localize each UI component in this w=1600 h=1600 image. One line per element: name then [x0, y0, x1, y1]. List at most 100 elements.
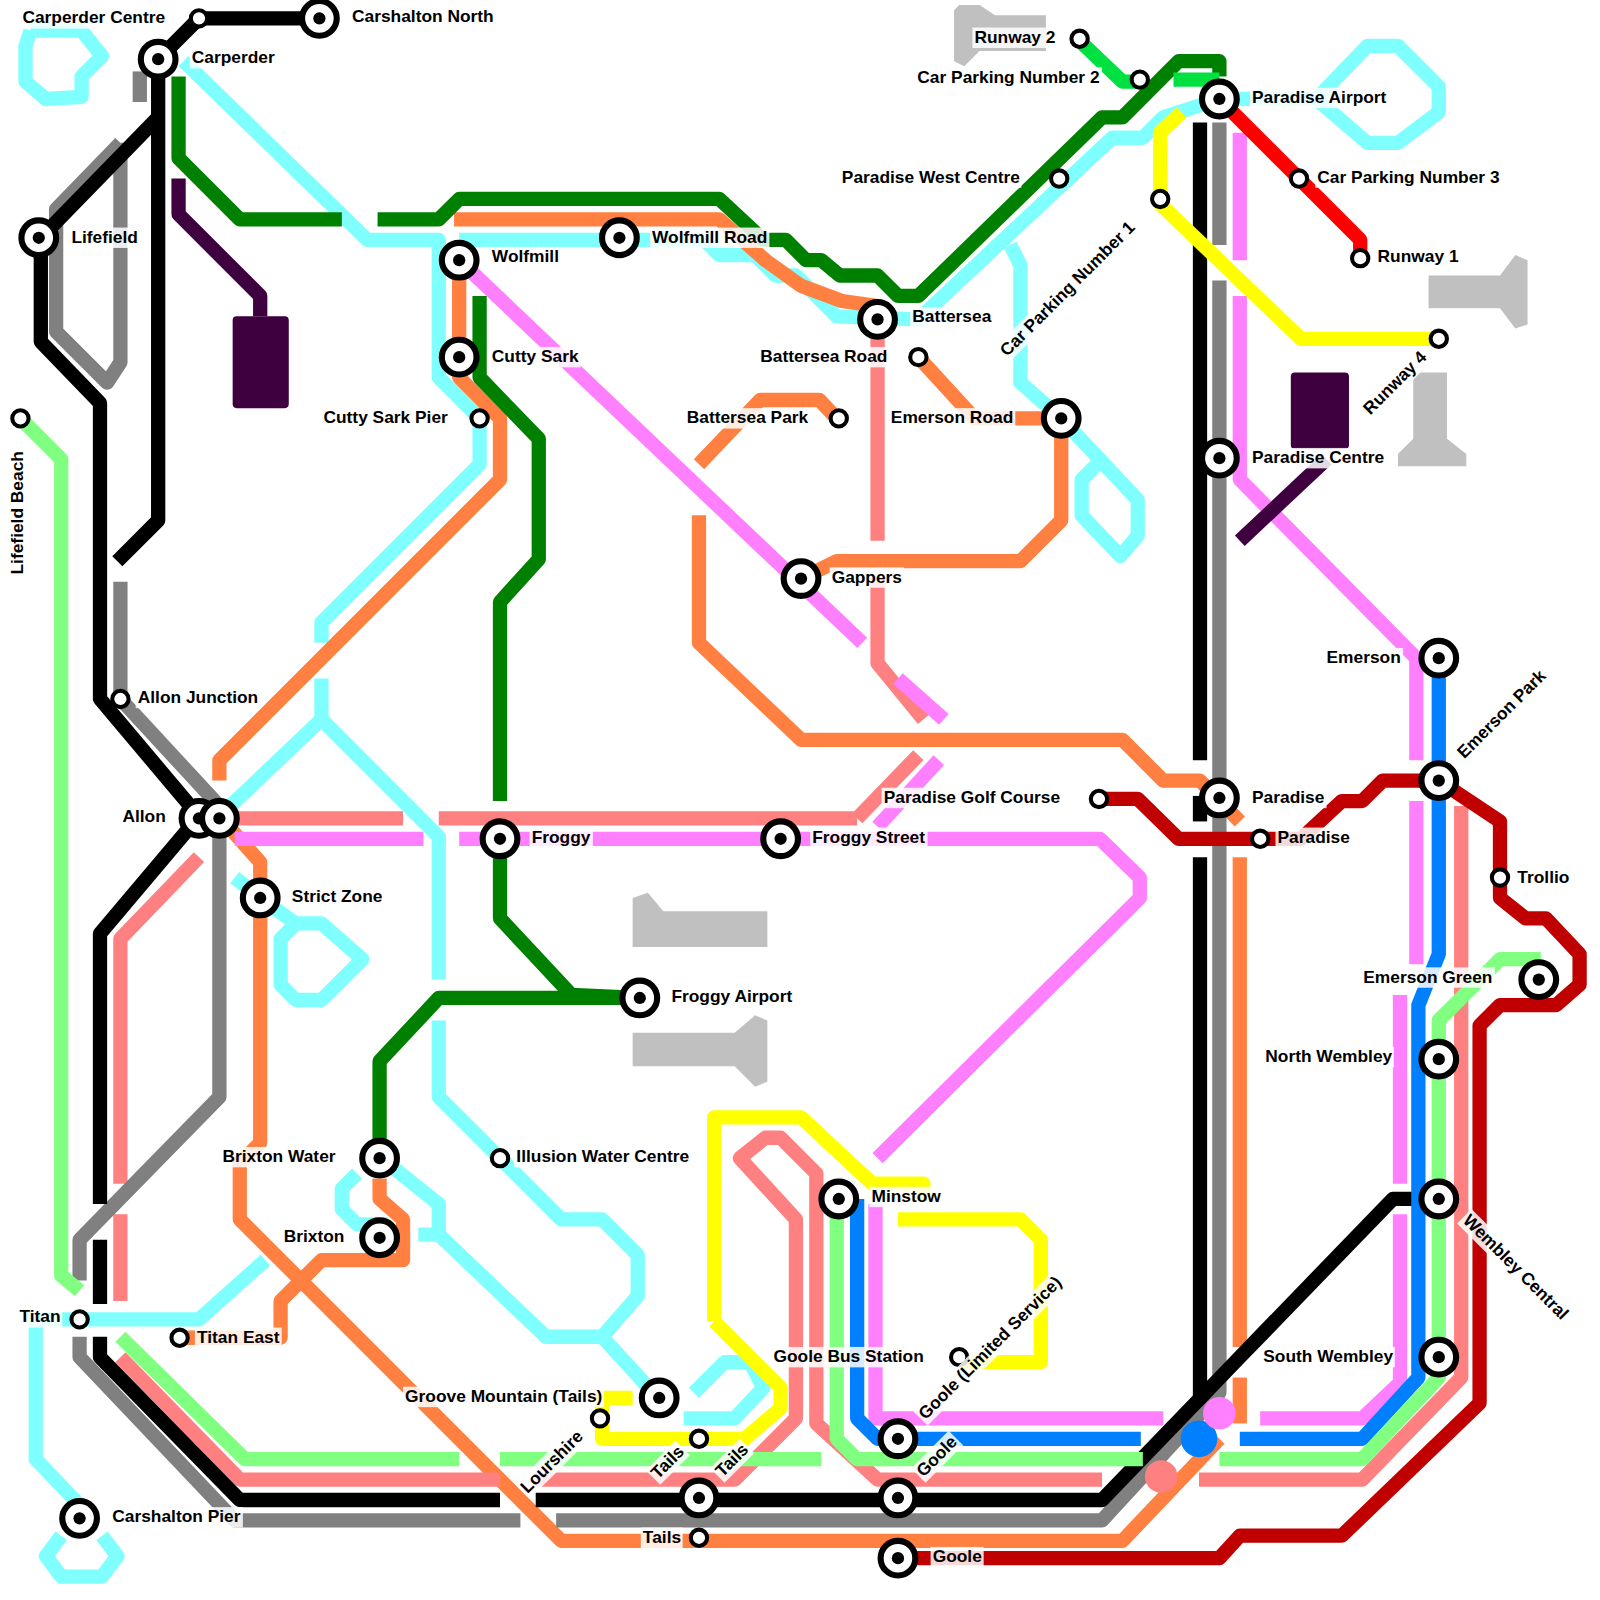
interchange-station-dot [892, 1492, 904, 1504]
interchange-station-dot [373, 1232, 385, 1244]
station-label: Tails [641, 1528, 683, 1548]
rail-line [1240, 459, 1327, 541]
rail-line [100, 1337, 500, 1500]
station-label: Strict Zone [290, 887, 385, 907]
station-label: Minstow [869, 1187, 942, 1207]
interchange-station-dot [152, 53, 164, 65]
station [1431, 331, 1447, 347]
interchange-station-dot [73, 1512, 85, 1524]
interchange-station [1421, 1042, 1456, 1077]
station-label: Paradise Golf Course [882, 788, 1063, 808]
station-label: Froggy Airport [669, 987, 794, 1007]
rail-line [46, 1536, 117, 1577]
station [1291, 170, 1307, 186]
interchange-station [62, 1501, 97, 1536]
station-label: Runway 2 [972, 28, 1057, 48]
station-label: Trollio [1515, 867, 1571, 887]
station-label: Carperder [190, 48, 277, 68]
station [171, 1330, 187, 1346]
station [910, 349, 926, 365]
interchange-station-dot [1533, 973, 1545, 985]
station-label: Titan East [195, 1328, 282, 1348]
rail-line [93, 1240, 107, 1304]
rail-line [20, 418, 79, 1290]
interchange-station [302, 1, 337, 36]
rail-line [556, 281, 1219, 1521]
station [1071, 31, 1087, 47]
station [191, 10, 207, 26]
station-label: Car Parking Number 2 [915, 67, 1101, 87]
rail-line [184, 61, 480, 643]
rail-line [1193, 122, 1207, 760]
interchange-station [881, 1421, 916, 1456]
station [1492, 869, 1508, 885]
interchange-station [1202, 441, 1237, 476]
interchange-station [21, 220, 56, 255]
station-label: Battersea Road [758, 347, 889, 367]
interchange-station [881, 1481, 916, 1516]
station-label: Paradise [1250, 788, 1326, 808]
station-label: Lifefield Beach [8, 449, 28, 576]
rail-line [100, 816, 199, 1204]
station [1152, 191, 1168, 207]
station-label: Paradise [1276, 828, 1352, 848]
station-label: Brixton Water [220, 1147, 337, 1167]
station-label: Goole Bus Station [771, 1347, 925, 1367]
interchange-station-dot [33, 232, 45, 244]
station-label: Froggy [530, 828, 593, 848]
station-label: Allon Junction [136, 688, 261, 708]
rail-line [388, 1163, 439, 1234]
interchange-station-dot [892, 1433, 904, 1445]
interchange-station-dot [1433, 774, 1445, 786]
rail-line [536, 1138, 1102, 1480]
rail-line [1409, 801, 1423, 964]
rail-line [684, 1362, 764, 1418]
rail-line [801, 357, 1061, 578]
station-label: Paradise West Centre [840, 167, 1022, 187]
station-label: Paradise Airport [1250, 88, 1388, 108]
station [492, 1150, 508, 1166]
rail-line [857, 1199, 1141, 1439]
station-label: Froggy Street [810, 828, 927, 848]
rail-line [898, 1219, 1041, 1362]
station-label: Carshalton North [350, 7, 496, 27]
rail-line [219, 260, 500, 780]
interchange-station [622, 981, 657, 1016]
station-label: Lifefield [69, 228, 140, 248]
interchange-station [442, 340, 477, 375]
station-label: Illusion Water Centre [514, 1147, 691, 1167]
interchange-station-dot [1433, 1053, 1445, 1065]
rail-line [898, 679, 944, 720]
interchange-station-dot [1433, 1193, 1445, 1205]
rail-line [113, 1214, 127, 1301]
station [1352, 250, 1368, 266]
interchange-station-dot [871, 313, 883, 325]
interchange-station [141, 42, 176, 77]
rail-line [133, 71, 147, 102]
station-label: Titan [17, 1307, 62, 1327]
station [831, 410, 847, 426]
rail-line [418, 1020, 637, 1336]
interchange-station [1421, 1182, 1456, 1217]
rail-line [900, 781, 1580, 1559]
interchange-station [1202, 82, 1237, 117]
interchange-station-dot [313, 12, 325, 24]
rail-line [380, 998, 638, 1153]
interchange-station-dot [1055, 412, 1067, 424]
interchange-station [821, 1182, 856, 1217]
interchange-station [860, 302, 895, 337]
rail-line [1233, 133, 1247, 261]
station-label: Goole [931, 1547, 984, 1567]
rail-line [714, 1117, 923, 1321]
interchange-station [202, 801, 237, 836]
interchange-station-dot [254, 892, 266, 904]
interchange-station-dot [494, 833, 506, 845]
station [12, 410, 28, 426]
station [112, 691, 128, 707]
station-label: Brixton [282, 1227, 347, 1247]
rail-line [1160, 112, 1439, 339]
rail-line [1233, 857, 1247, 1347]
station-label: Wolfmill Road [650, 228, 769, 248]
depot-block [233, 316, 289, 408]
